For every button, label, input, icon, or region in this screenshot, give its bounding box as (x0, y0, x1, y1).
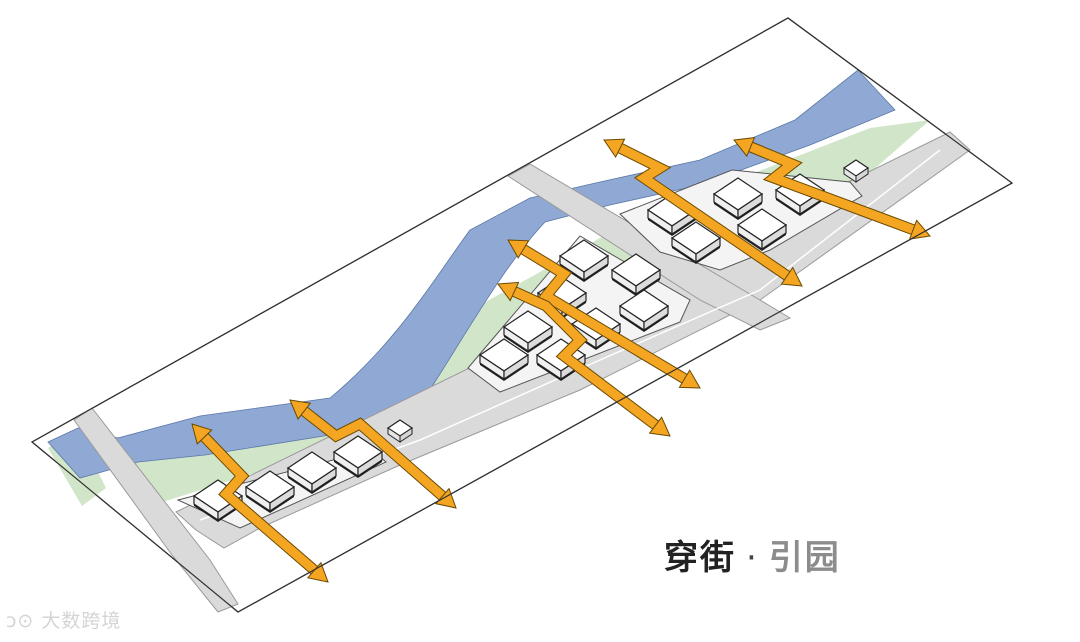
watermark-logo-icon: ↄ⊙ (6, 610, 42, 632)
arrow-head (434, 487, 457, 509)
arrow-head (507, 239, 530, 259)
arrow-shaft (512, 287, 659, 429)
arrow-shaft (618, 144, 790, 280)
arrow-head (648, 416, 671, 437)
caption-primary: 穿街 (664, 538, 736, 578)
caption-secondary: 引园 (768, 538, 841, 578)
arrow-head (733, 137, 756, 158)
watermark: ↄ⊙ 大数跨境 (6, 606, 121, 633)
arrow-head (678, 369, 701, 389)
arrow-head (289, 399, 312, 420)
watermark-text: 大数跨境 (41, 610, 122, 632)
caption-separator: · (746, 538, 759, 578)
river (47, 69, 896, 479)
arrow-head (191, 423, 213, 445)
small-building (842, 159, 870, 183)
arrow-shaft (301, 407, 446, 500)
arrow-shaft (201, 433, 318, 574)
cross-road-center (507, 163, 792, 331)
arrow-head (908, 219, 931, 240)
arrow-shaft (748, 142, 915, 234)
site-outline (30, 17, 1014, 613)
circulation-arrows (191, 137, 931, 583)
arrow-shaft (521, 245, 687, 383)
small-building (386, 419, 414, 443)
diagram-caption: 穿街·引园 (664, 530, 841, 579)
arrow-head (603, 138, 626, 158)
arrow-head (497, 281, 520, 302)
arrow-head (780, 266, 803, 287)
